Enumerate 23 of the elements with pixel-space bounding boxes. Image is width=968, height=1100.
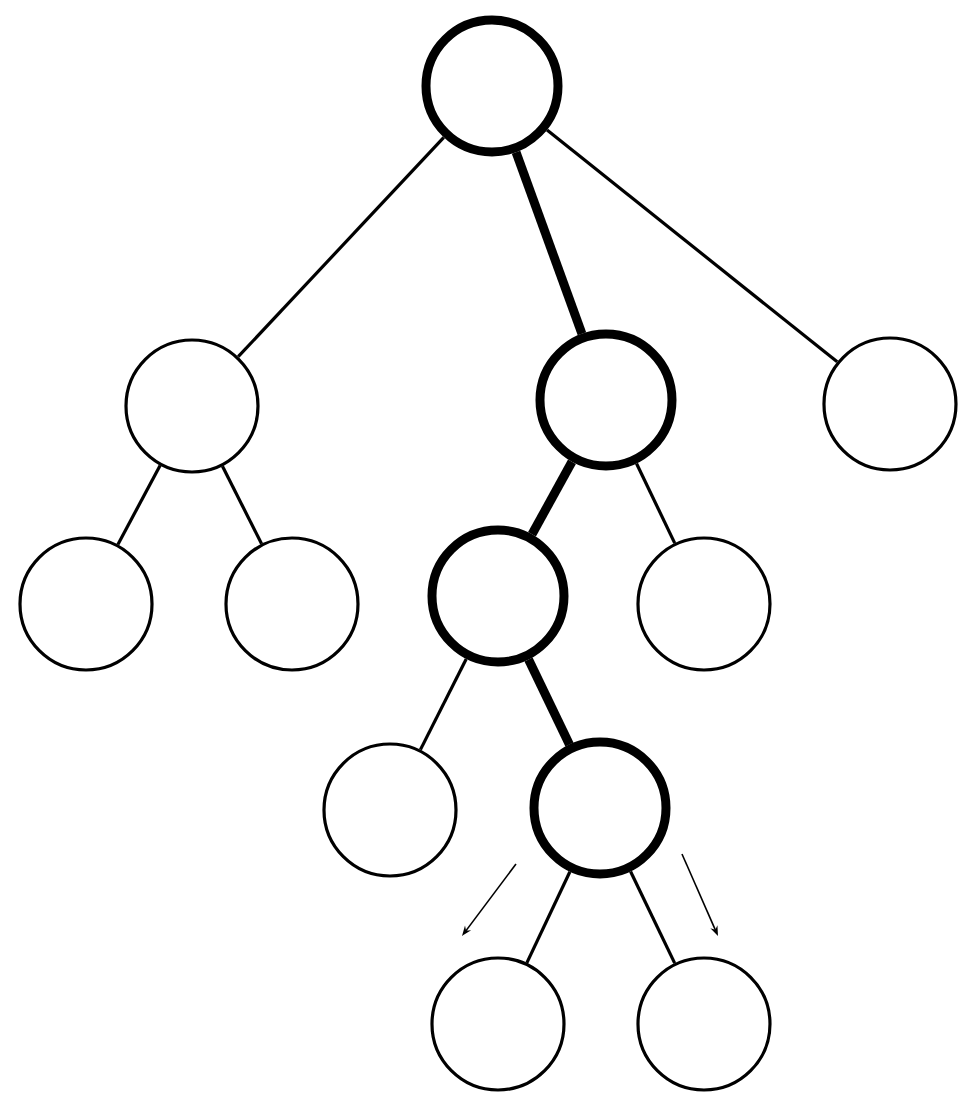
tree-node-circle — [636, 956, 772, 1092]
tree-edge — [221, 465, 263, 545]
tree-edge — [525, 871, 572, 964]
tree-node-circle — [430, 956, 566, 1092]
tree-node-circle — [224, 536, 360, 672]
tree-node-circle — [427, 525, 569, 667]
tree-node-circle — [322, 742, 458, 878]
tree-edge — [528, 459, 576, 537]
tree-node-circle — [124, 338, 260, 474]
tree-edge — [116, 464, 162, 546]
tree-node-circle — [535, 329, 677, 471]
tree-node-circle — [529, 737, 671, 879]
tree-node-circle — [636, 536, 772, 672]
tree-edge — [524, 657, 574, 747]
tree-node-circle — [421, 15, 563, 157]
tree-edge — [419, 658, 468, 751]
tree-node-circle — [18, 536, 154, 672]
tree-edge — [237, 136, 445, 358]
tree-edge — [629, 870, 677, 964]
tree-node-circle — [822, 336, 958, 472]
tree-edge — [546, 128, 839, 364]
tree-edge — [635, 462, 677, 544]
tree-edge — [511, 150, 587, 336]
